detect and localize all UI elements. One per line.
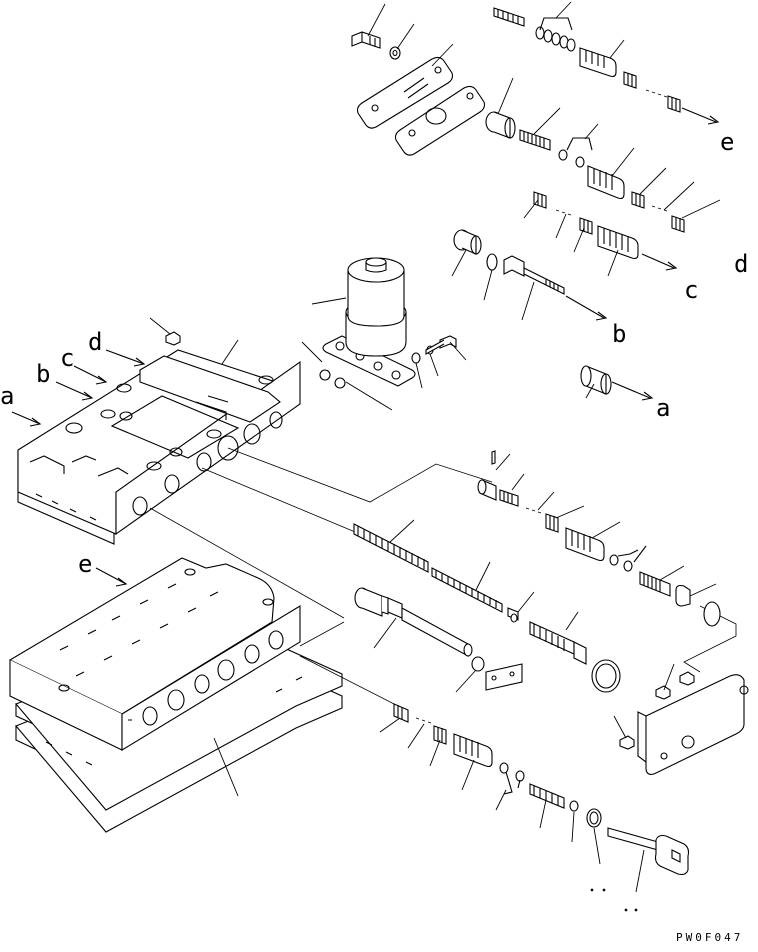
top-washer bbox=[389, 23, 415, 60]
callout-c-right: c bbox=[684, 276, 698, 304]
top-bolt bbox=[351, 3, 386, 49]
piston-sleeve bbox=[485, 77, 516, 139]
spool-assembly-e bbox=[493, 1, 720, 125]
spring-e2 bbox=[519, 107, 561, 151]
main-spool bbox=[354, 587, 473, 657]
solenoid-valve bbox=[301, 257, 416, 411]
drawing-code: PW0F047 bbox=[676, 931, 743, 944]
breather-plug bbox=[149, 317, 181, 346]
left-callout-arrows bbox=[11, 349, 146, 587]
long-spring-lower bbox=[431, 561, 503, 613]
upper-valve-body bbox=[17, 349, 301, 545]
bottom-spool-assembly bbox=[379, 703, 690, 912]
spool-assembly-d bbox=[523, 191, 678, 277]
separator-gasket bbox=[394, 85, 486, 156]
callout-d-left: d bbox=[88, 328, 102, 356]
spool-e2 bbox=[587, 147, 721, 233]
callout-d-right: d bbox=[734, 250, 748, 278]
callout-e-right: e bbox=[720, 128, 734, 156]
solenoid-orings bbox=[319, 369, 346, 389]
plug-a bbox=[580, 365, 654, 401]
callout-e-left: e bbox=[78, 550, 92, 578]
long-spring-upper bbox=[353, 519, 429, 573]
check-ball-and-plate bbox=[455, 656, 523, 693]
cover-leader bbox=[221, 339, 239, 365]
lower-valve-body bbox=[8, 557, 343, 833]
cover-plate-gasket bbox=[356, 43, 454, 129]
end-cover bbox=[613, 663, 749, 775]
shim-e2 bbox=[558, 123, 599, 168]
callout-a-right: a bbox=[656, 394, 670, 422]
callout-c-left: c bbox=[60, 344, 74, 372]
spool-assembly-c bbox=[451, 229, 608, 321]
solenoid-bolt-washers bbox=[411, 335, 467, 389]
bore-leaders bbox=[149, 447, 737, 707]
small-spacers bbox=[507, 591, 535, 623]
callout-a-left: a bbox=[0, 382, 14, 410]
callout-b-left: b bbox=[36, 360, 50, 388]
threaded-plug-large bbox=[529, 611, 621, 693]
pin-and-guide bbox=[477, 450, 721, 627]
callout-b-right: b bbox=[612, 320, 626, 348]
